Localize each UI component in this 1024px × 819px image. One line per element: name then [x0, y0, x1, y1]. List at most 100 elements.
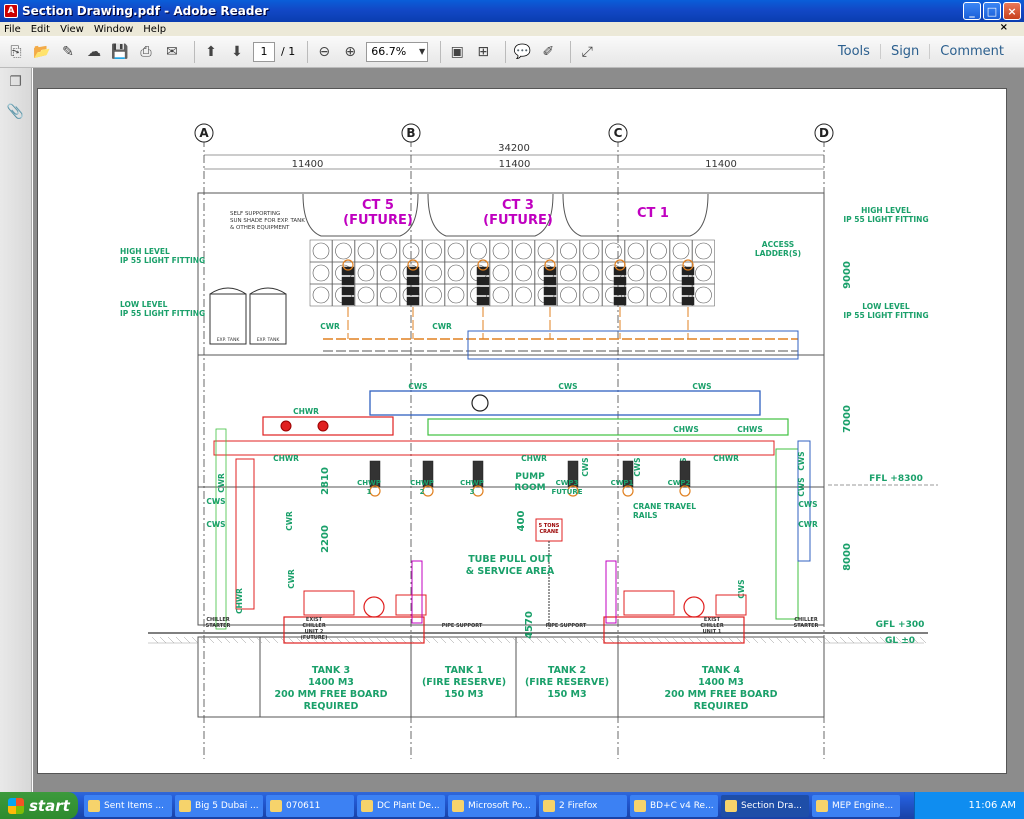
- tools-tab[interactable]: Tools: [837, 44, 870, 59]
- tower-fan: [470, 242, 487, 260]
- taskbar-item[interactable]: Section Dra...: [721, 794, 809, 817]
- attachments-icon[interactable]: 📎: [6, 104, 25, 120]
- page-thumbnails-icon[interactable]: ❐: [9, 74, 22, 90]
- create-pdf-icon[interactable]: ⎘: [10, 43, 22, 60]
- document-close-icon[interactable]: ×: [999, 22, 1008, 33]
- menu-help[interactable]: Help: [143, 23, 167, 35]
- comment-tab[interactable]: Comment: [929, 44, 1014, 59]
- tower-fan: [380, 264, 397, 282]
- valve: [544, 259, 556, 271]
- toolbar-separator: [307, 40, 309, 63]
- pipe-label: CWR: [320, 322, 340, 331]
- ground-hatch: [887, 636, 895, 644]
- ground-hatch: [463, 636, 471, 644]
- menu-view[interactable]: View: [60, 23, 84, 35]
- ground-hatch: [247, 636, 255, 644]
- ground-hatch: [487, 636, 495, 644]
- tank-label: TANK 1: [445, 665, 483, 676]
- page-up-icon[interactable]: ⬆: [205, 43, 217, 60]
- light-fitting-note: IP 55 LIGHT FITTING: [120, 309, 205, 318]
- taskbar-item[interactable]: DC Plant De...: [357, 794, 445, 817]
- tower-fan: [695, 286, 712, 304]
- ground-hatch: [631, 636, 639, 644]
- minimize-button[interactable]: _: [963, 2, 981, 20]
- window-controls: _ □ ×: [963, 2, 1021, 20]
- light-fitting-note: IP 55 LIGHT FITTING: [843, 215, 928, 224]
- pipe-riser: [411, 560, 423, 624]
- fit-width-icon[interactable]: ⊞: [477, 43, 490, 60]
- pipe-label: CWS: [206, 520, 225, 529]
- zoom-in-icon[interactable]: ⊕: [344, 43, 357, 60]
- access-ladder-label: ACCESS: [762, 240, 794, 249]
- pipe-label: CHWR: [293, 407, 319, 416]
- ground-hatch: [319, 636, 327, 644]
- valve: [622, 485, 634, 497]
- page-number-input[interactable]: 1: [253, 41, 275, 62]
- pump-motor: [476, 266, 490, 276]
- ground-hatch: [831, 636, 839, 644]
- taskbar-item[interactable]: MEP Engine...: [812, 794, 900, 817]
- page-down-icon[interactable]: ⬇: [231, 43, 243, 60]
- expand-icon[interactable]: ⤢: [581, 43, 593, 60]
- ground-hatch: [711, 636, 719, 644]
- maximize-button[interactable]: □: [983, 2, 1001, 20]
- menu-window[interactable]: Window: [93, 23, 134, 35]
- taskbar-item[interactable]: Big 5 Dubai ...: [175, 794, 263, 817]
- valve: [472, 485, 484, 497]
- taskbar-item[interactable]: BD+C v4 Re...: [630, 794, 718, 817]
- grid-label: D: [819, 126, 829, 140]
- upload-icon[interactable]: ☁: [87, 43, 101, 60]
- valve: [567, 485, 579, 497]
- ground-hatch: [615, 636, 623, 644]
- pump-motor: [613, 286, 627, 296]
- save-icon[interactable]: 💾: [111, 43, 129, 60]
- ground-hatch: [767, 636, 775, 644]
- ground-hatch: [399, 636, 407, 644]
- tower-fan: [447, 242, 465, 260]
- ground-hatch: [151, 636, 159, 644]
- sign-tab[interactable]: Sign: [879, 44, 929, 59]
- pipe-label: CWR: [287, 569, 296, 589]
- email-icon[interactable]: ✉: [166, 43, 178, 60]
- tank-label: 150 M3: [547, 689, 586, 700]
- start-button[interactable]: start: [0, 792, 78, 819]
- comment-icon[interactable]: 💬: [513, 43, 531, 60]
- ground-hatch: [719, 636, 727, 644]
- ground-hatch: [567, 636, 575, 644]
- tower-fan: [605, 242, 622, 260]
- valve: [679, 485, 691, 497]
- taskbar-item[interactable]: 070611: [266, 794, 354, 817]
- tank-label: REQUIRED: [694, 701, 749, 712]
- taskbar-item[interactable]: Microsoft Po...: [448, 794, 536, 817]
- open-icon[interactable]: 📂: [33, 43, 51, 60]
- highlight-icon[interactable]: ✐: [542, 43, 555, 60]
- menu-file[interactable]: File: [4, 23, 21, 35]
- ground-hatch: [159, 636, 167, 644]
- taskbar-item-label: Big 5 Dubai ...: [195, 800, 259, 811]
- ground-hatch: [199, 636, 207, 644]
- tower-hood: [302, 193, 419, 237]
- edit-icon[interactable]: ✎: [62, 43, 74, 60]
- tower-hood: [427, 193, 554, 237]
- pipe-label: CHWR: [273, 454, 299, 463]
- pump-motor: [476, 286, 490, 296]
- pipe-label: CWR: [285, 511, 294, 531]
- tank-label: TANK 2: [548, 665, 586, 676]
- taskbar-item[interactable]: Sent Items ...: [84, 794, 172, 817]
- menu-edit[interactable]: Edit: [30, 23, 51, 35]
- light-fitting-note: IP 55 LIGHT FITTING: [843, 311, 928, 320]
- ground-hatch: [167, 636, 175, 644]
- tower-cell: [512, 283, 535, 307]
- chiller-unit: [283, 616, 425, 644]
- ground-hatch: [703, 636, 711, 644]
- print-icon[interactable]: ⎙: [140, 43, 152, 60]
- pump-label: CHWP: [410, 479, 434, 487]
- ground-hatch: [359, 636, 367, 644]
- zoom-out-icon[interactable]: ⊖: [318, 43, 331, 60]
- taskbar-item[interactable]: 2 Firefox: [539, 794, 627, 817]
- zoom-select[interactable]: 66.7% ▼: [366, 41, 429, 62]
- fit-page-icon[interactable]: ▣: [450, 43, 464, 60]
- close-button[interactable]: ×: [1003, 2, 1021, 20]
